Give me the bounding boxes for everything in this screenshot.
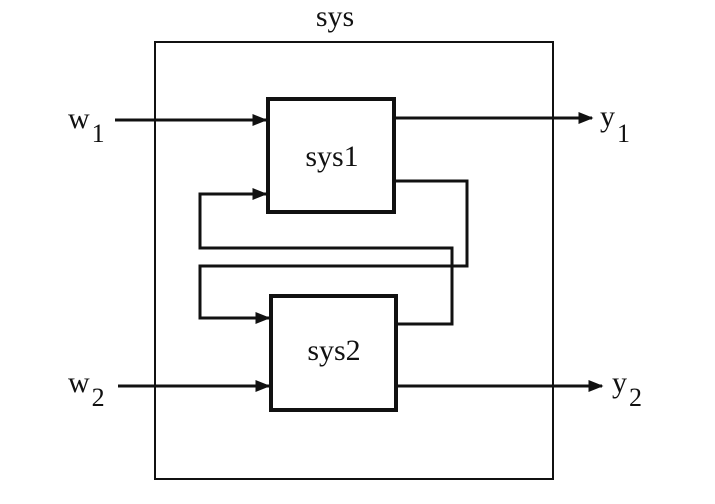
y1-label: y1 <box>600 100 630 148</box>
outer-system-box <box>154 41 554 480</box>
sys2-label: sys2 <box>307 334 360 367</box>
sys1-block <box>266 97 396 214</box>
w2-label: w2 <box>68 366 105 412</box>
feedback-sys1-to-sys2 <box>198 179 469 324</box>
sys2-block <box>269 294 398 412</box>
sys1-label: sys1 <box>305 140 358 173</box>
feedback-sys2-to-sys1 <box>198 188 454 326</box>
outer-system-label: sys <box>316 0 354 33</box>
y2-label: y2 <box>612 366 642 412</box>
w1-label: w1 <box>68 102 105 148</box>
